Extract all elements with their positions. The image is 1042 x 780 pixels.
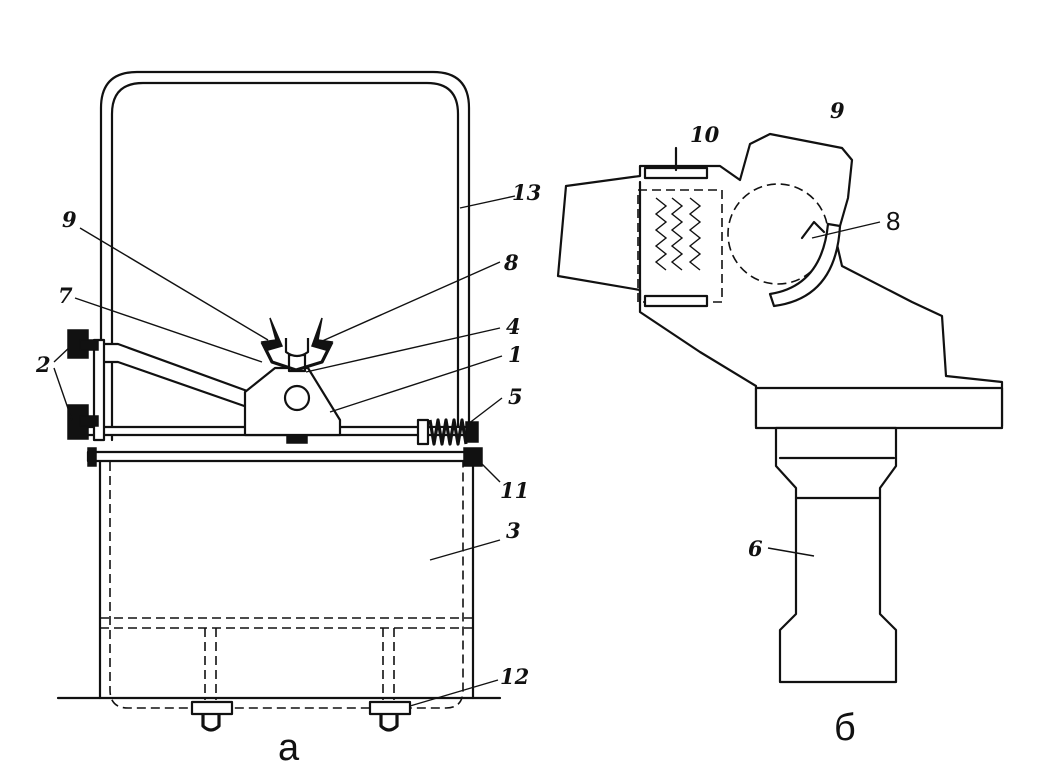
springs (654, 197, 702, 271)
bolts-2 (67, 329, 99, 440)
label-b-8: 8 (886, 206, 900, 236)
leader-lines-a (53, 195, 516, 707)
body-top-plate (86, 450, 480, 463)
panel-label-a: а (278, 727, 300, 769)
spring-cap-bottom (643, 294, 709, 308)
label-a-13: 13 (512, 180, 541, 205)
body-3-rod-right (382, 628, 395, 700)
label-b-9: 9 (830, 98, 845, 123)
figure-b: 10 9 8 6 б (556, 98, 1004, 749)
frame-13 (99, 70, 471, 442)
roller-guard (768, 222, 842, 308)
hook-8 (311, 317, 334, 351)
clamp-12-left (190, 700, 234, 732)
bolt-11-left (87, 447, 97, 467)
label-a-2: 2 (35, 352, 51, 377)
pivot-hole (283, 384, 311, 412)
body-3-dashed (109, 462, 464, 709)
frame-13-inner (110, 81, 460, 442)
body-3-outer (98, 460, 475, 700)
leader-lines-b (767, 221, 881, 557)
roller-pin (800, 220, 826, 240)
hook-9 (260, 317, 284, 351)
label-a-5: 5 (508, 384, 523, 409)
panel-label-b: б (834, 707, 856, 749)
base-plate (754, 386, 1004, 430)
label-a-12: 12 (500, 664, 529, 689)
label-a-1: 1 (508, 342, 523, 367)
label-a-8: 8 (503, 250, 519, 275)
bolt-11-right (463, 447, 483, 467)
bracket-body (556, 132, 1004, 428)
label-b-6: 6 (748, 536, 763, 561)
label-a-3: 3 (506, 518, 521, 543)
stem-6 (774, 426, 898, 684)
spring-5 (416, 418, 479, 446)
pin-bottom (286, 434, 308, 444)
left-bracket (92, 338, 106, 442)
label-a-9: 9 (62, 207, 77, 232)
label-b-10: 10 (690, 122, 720, 147)
body-3-rod-left (204, 628, 217, 700)
label-a-7: 7 (58, 283, 73, 308)
socket (284, 338, 310, 358)
clamp-12-right (368, 700, 412, 732)
figure-a: 13 9 8 7 4 1 2 5 11 3 12 а (35, 70, 541, 769)
label-a-11: 11 (500, 478, 529, 503)
lever-arm (98, 342, 252, 410)
label-a-4: 4 (506, 314, 521, 339)
spring-housing-10 (637, 189, 723, 303)
head-7 (260, 341, 334, 372)
